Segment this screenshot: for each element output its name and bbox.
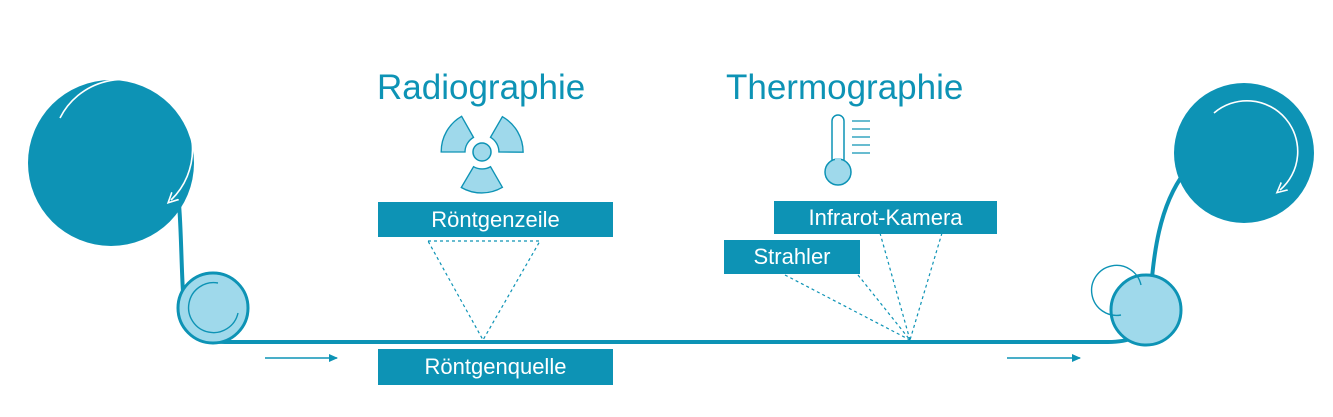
guide-roller-right <box>1090 264 1183 347</box>
xray-detector-label: Röntgenzeile <box>378 202 613 237</box>
emitter-label: Strahler <box>724 240 860 274</box>
radiography-title: Radiographie <box>377 68 586 107</box>
unwind-roll <box>28 78 194 246</box>
radiation-icon <box>440 115 524 194</box>
thermography-beams <box>784 232 943 341</box>
web-material <box>174 170 1187 344</box>
thermography-title: Thermographie <box>726 68 964 107</box>
rotation-arrow-icon <box>1213 99 1299 190</box>
xray-beam <box>426 240 542 342</box>
guide-roller-left <box>176 271 250 345</box>
thermometer-icon <box>824 114 870 186</box>
rotation-arrow-icon <box>59 78 194 200</box>
xray-source-label: Röntgenquelle <box>378 349 613 385</box>
infrared-camera-label: Infrarot-Kamera <box>774 201 997 234</box>
rewind-roll <box>1174 83 1314 223</box>
